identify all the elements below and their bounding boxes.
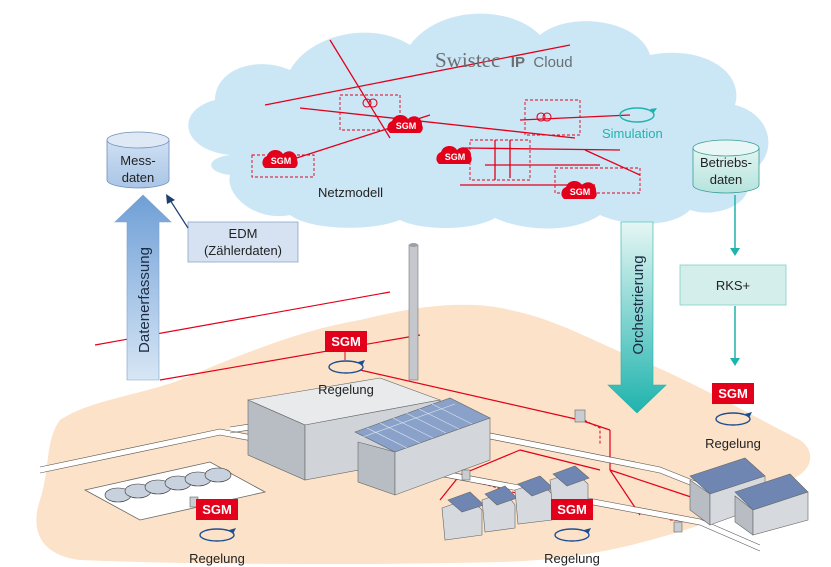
cloud-title: Swistec IP Cloud	[435, 48, 573, 72]
operations-flow	[730, 195, 740, 366]
chimney	[408, 243, 419, 381]
edm-line2: (Zählerdaten)	[204, 243, 282, 258]
sgm-rks: SGM Regelung	[705, 383, 761, 451]
measurement-database: Mess- daten	[106, 131, 170, 189]
sgm-houses-regelung: Regelung	[544, 551, 600, 566]
sgm-houses-badge	[551, 499, 593, 520]
simulation-loop-icon	[619, 107, 657, 123]
sgm-parking: SGM Regelung	[189, 499, 245, 566]
edm-line1: EDM	[229, 226, 258, 241]
cloud-sgm-3-label: SGM	[445, 152, 466, 162]
edm-connector	[166, 194, 189, 229]
cloud-shape	[188, 13, 769, 229]
operations-db-line1: Betriebs-	[700, 155, 752, 170]
orchestration-arrow: Orchestrierung	[607, 221, 667, 414]
data-capture-arrow: Datenerfassung	[114, 194, 172, 381]
edm-box: EDM (Zählerdaten)	[187, 221, 299, 263]
operations-database: Betriebs- daten	[692, 139, 760, 194]
sgm-parking-regelung: Regelung	[189, 551, 245, 566]
sgm-rks-regelung: Regelung	[705, 436, 761, 451]
sgm-factory-label: SGM	[331, 334, 361, 349]
brand-suffix: Cloud	[533, 54, 572, 71]
sgm-houses-label: SGM	[557, 502, 587, 517]
sgm-rks-label: SGM	[718, 386, 748, 401]
sgm-parking-label: SGM	[202, 502, 232, 517]
cloud-dashed-boxes	[251, 94, 641, 194]
factory-solar-grid	[359, 403, 473, 449]
factory-hall	[354, 397, 491, 496]
cloud-sgm-1: SGM	[387, 114, 423, 133]
sgm-factory-regelung: Regelung	[318, 382, 374, 397]
sgm-houses: SGM Regelung	[544, 499, 600, 566]
brand-ip: IP	[511, 54, 525, 71]
cloud-sgm-1-label: SGM	[396, 121, 417, 131]
cloud-sgm-4: SGM	[561, 180, 597, 199]
sgm-rks-badge	[712, 383, 754, 404]
sgm-parking-badge	[196, 499, 238, 520]
cloud-sgm-2: SGM	[262, 149, 298, 168]
measurement-db-line2: daten	[122, 170, 155, 185]
transformer-icons	[362, 98, 552, 122]
cars	[104, 467, 232, 503]
orchestration-label: Orchestrierung	[630, 255, 647, 354]
simulation-label: Simulation	[602, 126, 663, 141]
rks-label: RKS+	[716, 278, 750, 293]
measurement-db-line1: Mess-	[120, 153, 155, 168]
sgm-factory-badge	[325, 331, 367, 352]
data-capture-label: Datenerfassung	[136, 247, 153, 353]
network-model-label: Netzmodell	[318, 185, 383, 200]
brand-name: Swistec	[435, 48, 500, 72]
cloud-sgm-3: SGM	[436, 145, 472, 164]
cloud-sgm-4-label: SGM	[570, 187, 591, 197]
cloud-sgm-2-label: SGM	[271, 156, 292, 166]
right-houses	[689, 457, 809, 536]
rks-box: RKS+	[679, 264, 787, 306]
sgm-factory: SGM Regelung	[318, 331, 374, 397]
operations-db-line2: daten	[710, 172, 743, 187]
